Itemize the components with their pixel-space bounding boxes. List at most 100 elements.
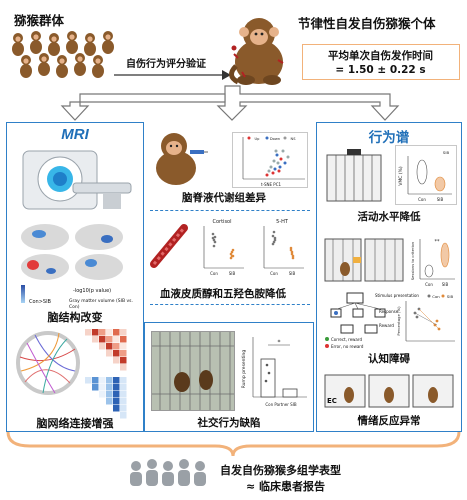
sessions-ylabel: Sessions to criterion bbox=[410, 241, 415, 280]
group-monkey-body bbox=[12, 42, 24, 56]
matrix-cell-bottom bbox=[99, 384, 106, 391]
connectome-chord bbox=[15, 327, 81, 399]
group-monkey-body bbox=[56, 64, 68, 78]
chart-dot-sib bbox=[290, 252, 294, 256]
chart-dot-con bbox=[213, 235, 217, 239]
volcano-point bbox=[278, 165, 282, 169]
matrix-cell-top bbox=[113, 343, 120, 350]
cog-mark-correct: Correct, reward bbox=[331, 337, 362, 342]
ec-label: EC bbox=[327, 397, 337, 405]
middle-divider-2 bbox=[150, 304, 310, 305]
volcano-legend-dot bbox=[283, 136, 287, 140]
matrix-cell-bottom bbox=[99, 391, 106, 398]
emotion-setup-illustration bbox=[323, 373, 455, 409]
group-monkey-body bbox=[74, 62, 86, 76]
chart-dot-con bbox=[213, 240, 217, 244]
chart-dot-con bbox=[212, 244, 216, 248]
chart-dot-sib bbox=[290, 250, 294, 254]
individual-label: 节律性自发自伤猕猴个体 bbox=[298, 16, 436, 31]
matrix-cell-top bbox=[92, 336, 99, 343]
duration-title: 平均单次自伤发作时间 bbox=[328, 50, 433, 62]
activity-violin-con bbox=[416, 159, 428, 185]
volcano-legend-dot bbox=[247, 136, 251, 140]
volcano-legend-text: NS bbox=[291, 137, 297, 141]
chart-xtick-sib: SIB bbox=[229, 271, 236, 276]
validation-arrow bbox=[112, 69, 232, 81]
matrix-cell-bottom bbox=[120, 384, 127, 391]
cognition-apparatus-illustration bbox=[323, 235, 405, 287]
blood-hormone-label: 血液皮质醇和五羟色胺降低 bbox=[160, 288, 286, 300]
chart-dot-con bbox=[272, 240, 276, 244]
activity-xtick-con: Con bbox=[418, 197, 426, 202]
volcano-point bbox=[265, 173, 269, 177]
matrix-cell-bottom bbox=[113, 377, 120, 384]
volcano-point bbox=[274, 149, 278, 153]
chart-dot-con bbox=[271, 242, 275, 246]
activity-ylabel: VMC (%) bbox=[398, 166, 404, 186]
percent-line-sib bbox=[418, 308, 440, 330]
social-cage-photo bbox=[151, 331, 235, 411]
social-dot bbox=[265, 363, 269, 367]
volcano-legend-dot bbox=[265, 136, 269, 140]
chart-dot-con bbox=[272, 230, 276, 234]
group-monkey-face bbox=[59, 58, 65, 64]
chart-title: Cortisol bbox=[212, 219, 231, 225]
activity-cage-illustration bbox=[323, 147, 385, 205]
matrix-cell-top bbox=[106, 329, 113, 336]
cog-step-1: Stimulus presentation bbox=[375, 293, 419, 298]
mri-legend-gm: Gray matter volume (SIB vs. Con) bbox=[69, 299, 133, 310]
middle-divider-1 bbox=[150, 210, 310, 211]
monkey-group-illustration bbox=[8, 28, 118, 80]
matrix-cell-top bbox=[113, 357, 120, 364]
matrix-cell-bottom bbox=[85, 377, 92, 384]
volcano-point bbox=[272, 159, 276, 163]
group-monkey-face bbox=[95, 58, 101, 64]
brain-surface-maps bbox=[15, 219, 139, 309]
group-monkey-body bbox=[38, 62, 50, 76]
volcano-point bbox=[279, 157, 283, 161]
chart-dot-sib bbox=[289, 246, 293, 250]
matrix-cell-bottom bbox=[106, 391, 113, 398]
social-bar-chart: Rump presenting*Con Partner SIB bbox=[239, 329, 311, 413]
chart-dot-sib bbox=[291, 256, 295, 260]
percent-dot bbox=[415, 315, 419, 319]
volcano-point bbox=[273, 167, 277, 171]
sessions-xtick-sib: SIB bbox=[442, 282, 449, 287]
group-monkey-body bbox=[102, 40, 114, 54]
matrix-cell-top bbox=[120, 329, 127, 336]
chart-xtick-con: Con bbox=[210, 271, 218, 276]
chart-dot-sib bbox=[231, 248, 235, 252]
matrix-cell-top bbox=[106, 336, 113, 343]
social-panel: Rump presenting*Con Partner SIB 社交行为缺陷 bbox=[144, 322, 314, 432]
chart-dot-con bbox=[273, 236, 277, 240]
group-monkey-face bbox=[69, 34, 75, 40]
matrix-cell-top bbox=[120, 343, 127, 350]
activity-legend-sib: SIB bbox=[443, 150, 450, 155]
volcano-point bbox=[281, 149, 285, 153]
matrix-cell-top bbox=[85, 329, 92, 336]
mri-scanner-illustration bbox=[17, 145, 135, 213]
group-monkey-face bbox=[15, 36, 21, 42]
mri-panel: MRI -log10(p value) Con>SIB Gray ma bbox=[6, 122, 144, 432]
chart-dot-sib bbox=[291, 254, 295, 258]
volcano-xlabel: t-SNE PC1 bbox=[261, 182, 282, 187]
sessions-sig: ** bbox=[435, 239, 441, 245]
volcano-point bbox=[286, 155, 290, 159]
chart-dot-con bbox=[271, 234, 275, 238]
csf-metabolomics-label: 脑脊液代谢组差异 bbox=[182, 192, 266, 204]
activity-chart: VMC (%) Con SIB SIB bbox=[395, 145, 457, 205]
social-bar-sib bbox=[282, 388, 298, 398]
social-dot bbox=[264, 379, 268, 383]
percent-legend-con: Con bbox=[432, 294, 440, 299]
percent-legend-con-dot bbox=[427, 294, 431, 298]
group-monkey-face bbox=[87, 36, 93, 42]
activity-xtick-sib: SIB bbox=[437, 197, 444, 202]
volcano-point bbox=[276, 161, 280, 165]
matrix-cell-bottom bbox=[106, 384, 113, 391]
volcano-point bbox=[267, 169, 271, 173]
chart-dot-sib bbox=[229, 256, 233, 260]
csf-monkey-illustration bbox=[146, 126, 208, 188]
